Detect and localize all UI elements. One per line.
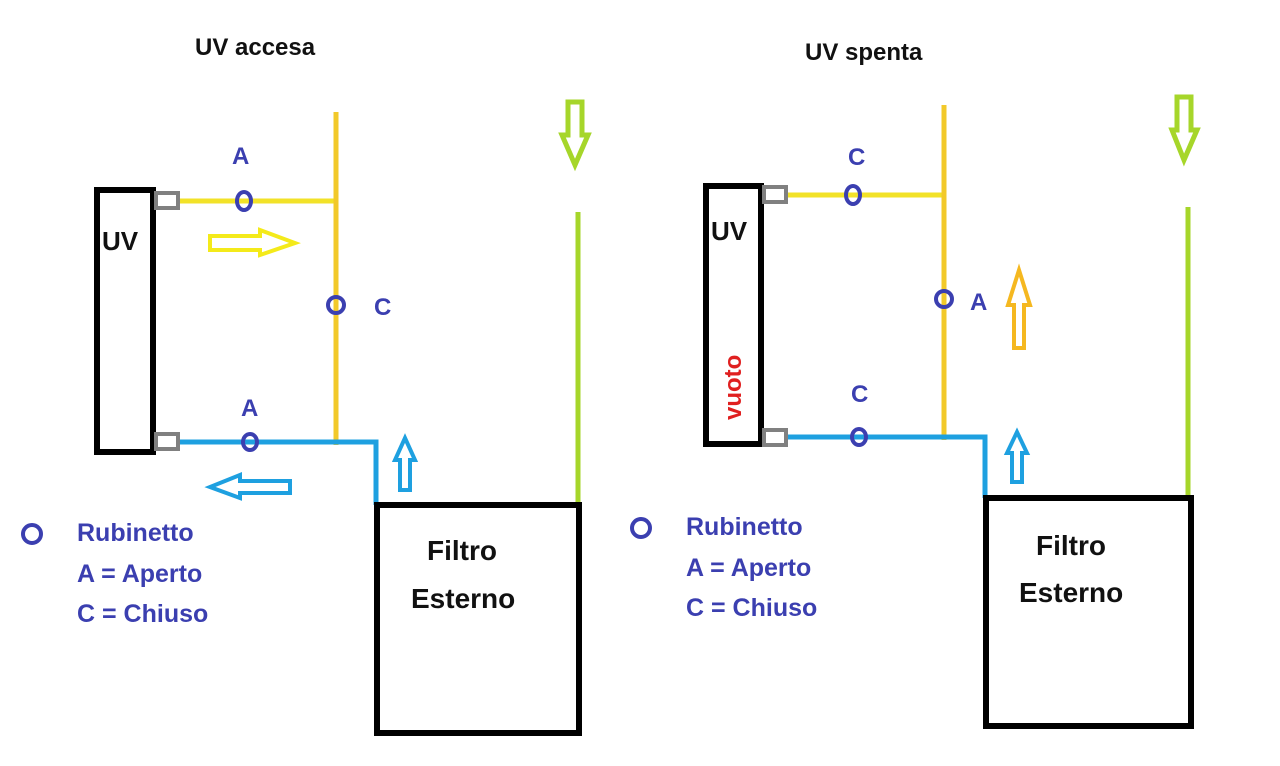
valve-state-label: C (374, 294, 391, 321)
valve-bypass[interactable]: A (934, 289, 987, 316)
uv-top-fitting (154, 191, 180, 210)
filter-outlet-pipe (788, 434, 988, 498)
legend-closed: C = Chiuso (686, 594, 817, 622)
legend: Rubinetto A = Aperto C = Chiuso (630, 513, 817, 622)
filter-label-line2: Esterno (1019, 577, 1123, 608)
filter-label-line2: Esterno (411, 583, 515, 614)
uv-bottom-fitting (154, 432, 180, 451)
valve-icon (844, 184, 862, 206)
filter-outlet-pipe (180, 439, 379, 505)
valve-icon (850, 427, 868, 447)
legend: Rubinetto A = Aperto C = Chiuso (21, 519, 208, 628)
flow-arrow-up-icon (1003, 427, 1031, 484)
flow-arrow-up-icon (1005, 263, 1033, 350)
flow-arrow-right-icon (208, 227, 301, 258)
panel-uv-on: UV accesa UV A C A Fi (21, 34, 592, 736)
valve-state-label: A (970, 289, 987, 316)
panel-uv-off: UV spenta UV vuoto C A C (630, 39, 1201, 729)
valve-legend-icon (21, 523, 43, 545)
uv-label: UV (711, 216, 748, 246)
valve-top[interactable]: A (232, 143, 253, 212)
filter-label-line1: Filtro (1036, 530, 1106, 561)
uv-empty-label: vuoto (720, 355, 747, 420)
filter-label-line1: Filtro (427, 535, 497, 566)
flow-arrow-left-icon (204, 472, 292, 501)
valve-top[interactable]: C (844, 144, 865, 206)
legend-closed: C = Chiuso (77, 600, 208, 628)
valve-icon (241, 432, 259, 452)
uv-unit (703, 183, 764, 447)
uv-bottom-fitting (762, 428, 788, 447)
valve-bottom[interactable]: C (850, 381, 868, 447)
uv-label: UV (102, 226, 139, 256)
valve-state-label: A (241, 395, 258, 422)
flow-arrow-down-icon (558, 99, 592, 172)
panel-title: UV accesa (195, 34, 316, 61)
flow-arrow-down-icon (1168, 94, 1201, 167)
valve-icon (934, 289, 954, 309)
valve-bottom[interactable]: A (241, 395, 259, 452)
valve-state-label: C (851, 381, 868, 408)
valve-state-label: C (848, 144, 865, 171)
legend-title: Rubinetto (686, 513, 803, 541)
flow-arrow-up-icon (391, 433, 419, 492)
uv-top-fitting (762, 185, 788, 204)
valve-state-label: A (232, 143, 249, 170)
valve-legend-icon (630, 517, 652, 539)
legend-open: A = Aperto (686, 554, 811, 582)
legend-open: A = Aperto (77, 560, 202, 588)
uv-unit (94, 187, 156, 455)
valve-bypass[interactable]: C (326, 294, 391, 321)
external-filter (983, 495, 1194, 729)
legend-title: Rubinetto (77, 519, 194, 547)
valve-icon (235, 190, 253, 212)
valve-icon (326, 295, 346, 315)
panel-title: UV spenta (805, 39, 923, 66)
external-filter (374, 502, 582, 736)
